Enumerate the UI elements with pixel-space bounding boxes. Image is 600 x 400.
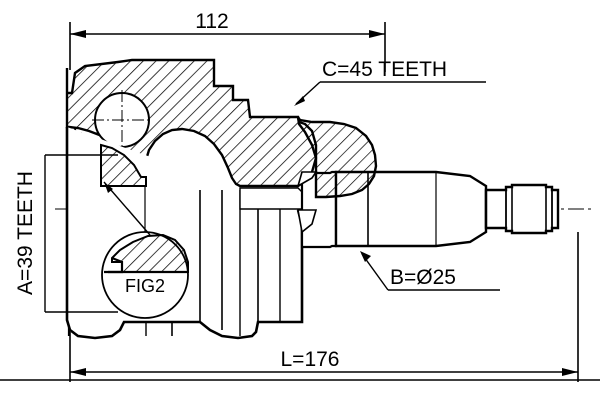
- dimension-L176-group: [69, 232, 579, 382]
- dimension-112-group: [69, 22, 386, 72]
- shell-segment-lines: [199, 190, 281, 336]
- dimension-B25-group: [360, 251, 500, 291]
- fig2-detail-callout: FIG2: [101, 181, 189, 319]
- dimension-A39-group: [44, 154, 118, 313]
- fig2-label: FIG2: [125, 276, 165, 296]
- arrowhead-left-112: [70, 30, 86, 38]
- arrowhead-right-L176: [562, 368, 578, 376]
- dimension-C45-group: [294, 81, 486, 106]
- C45-leader-arrowhead: [294, 96, 305, 106]
- dimension-B25-label: B=Ø25: [390, 266, 456, 289]
- ball-bearing-upper: [92, 90, 152, 150]
- housing-to-shaft-taper: [296, 171, 318, 234]
- dimension-C45-label: C=45 TEETH: [322, 58, 447, 81]
- arrowhead-right-112: [369, 30, 385, 38]
- outer-spline-lobe: [296, 116, 378, 199]
- dimension-112-label: 112: [195, 10, 228, 33]
- dimension-A39-label: A=39 TEETH: [14, 171, 37, 295]
- shaft-body: [334, 170, 488, 248]
- fig2-leader-line: [103, 181, 151, 236]
- arrowhead-left-L176: [70, 368, 86, 376]
- B25-leader-arrowhead: [360, 251, 371, 262]
- threaded-shaft-end: [484, 183, 560, 235]
- fig2-leader-arrowhead: [104, 182, 113, 193]
- dimension-L176-label: L=176: [281, 348, 340, 371]
